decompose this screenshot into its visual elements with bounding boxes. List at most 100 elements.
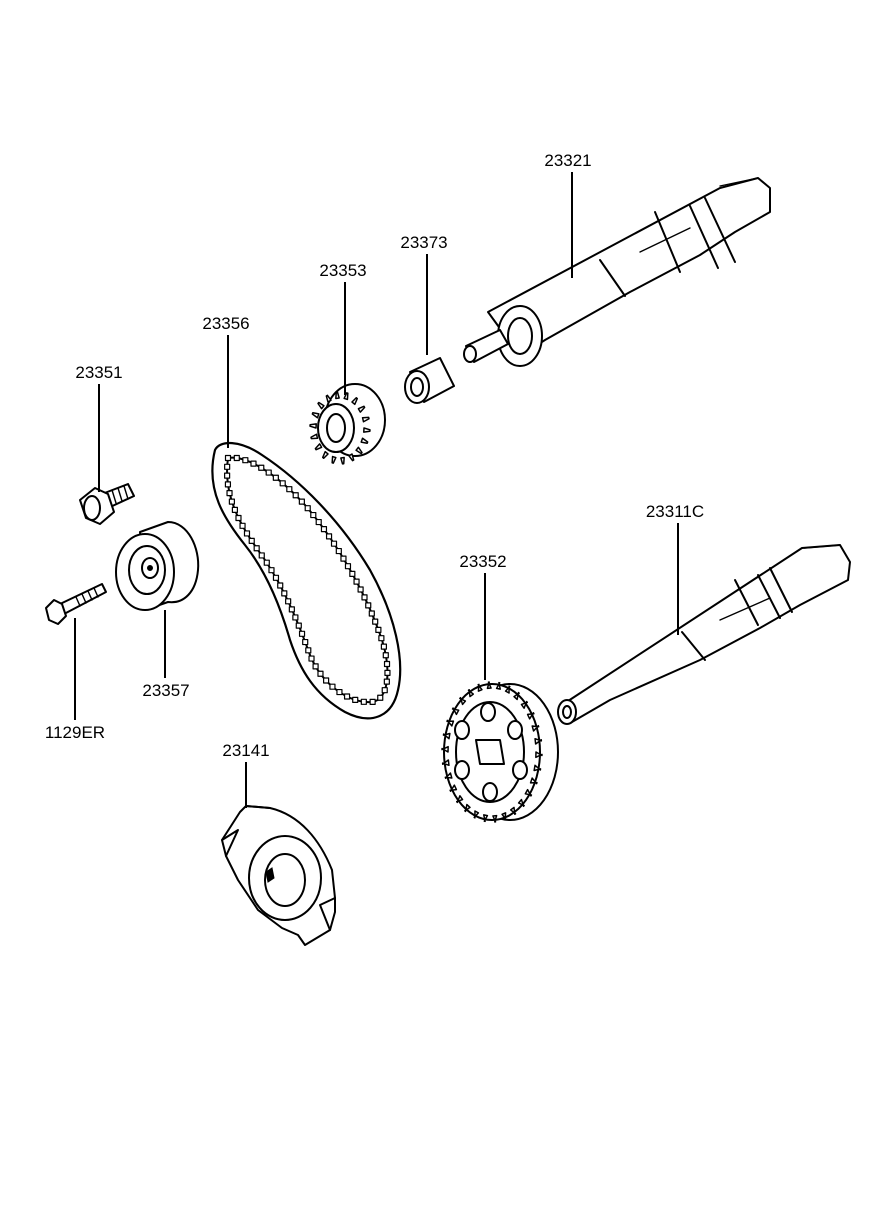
belt-tooth	[235, 514, 242, 522]
belt-tooth	[323, 677, 330, 684]
label-23357: 23357	[142, 681, 189, 700]
belt-tooth	[231, 506, 238, 514]
part-23321-shaft-upper[interactable]	[463, 177, 771, 367]
part-23351-flange-bolt[interactable]	[79, 483, 135, 525]
small-sprocket-tooth	[355, 446, 363, 455]
belt-tooth	[277, 582, 284, 589]
belt-tooth	[381, 687, 388, 694]
belt-tooth	[253, 545, 260, 552]
belt-tooth	[344, 563, 352, 570]
label-23141: 23141	[222, 741, 269, 760]
belt-tooth	[372, 618, 379, 625]
label-23311C: 23311C	[646, 502, 704, 521]
belt-tooth	[317, 670, 324, 677]
belt-tooth	[285, 598, 292, 605]
large-sprocket-tooth	[464, 803, 471, 813]
belt-tooth	[384, 669, 391, 676]
small-sprocket-tooth	[351, 397, 359, 406]
small-sprocket-tooth	[317, 401, 325, 410]
belt-tooth	[228, 498, 235, 505]
belt-tooth	[353, 578, 360, 585]
belt-tooth	[352, 696, 359, 703]
small-sprocket-tooth	[310, 433, 319, 440]
belt-tooth	[343, 693, 351, 700]
belt-tooth	[298, 630, 306, 637]
small-sprocket-tooth	[340, 456, 345, 465]
small-sprocket-tooth	[363, 427, 371, 433]
large-sprocket-tooth	[534, 737, 543, 745]
large-sprocket-tooth	[495, 681, 501, 690]
large-sprocket-tooth	[459, 696, 467, 706]
belt-tooth	[310, 511, 317, 519]
part-23352-large-sprocket[interactable]	[441, 681, 559, 823]
belt-tooth	[377, 694, 384, 701]
large-sprocket-tooth	[520, 700, 529, 709]
belt-tooth	[349, 570, 356, 577]
belt-tooth	[312, 663, 319, 670]
large-sprocket-tooth	[492, 814, 498, 823]
belt-tooth	[340, 555, 347, 562]
belt-tooth	[292, 492, 299, 499]
part-23356-timing-belt[interactable]	[211, 442, 402, 720]
large-sprocket-tooth	[444, 772, 453, 780]
belt-tooth	[375, 626, 382, 633]
part-23141-crank-plate[interactable]	[221, 805, 336, 946]
part-23373-bushing[interactable]	[404, 357, 455, 404]
large-sprocket-tooth	[451, 707, 460, 716]
belt-tooth	[288, 606, 295, 613]
belt-tooth	[383, 660, 391, 668]
large-sprocket-tooth	[455, 795, 464, 804]
belt-tooth	[383, 678, 390, 685]
large-sprocket-tooth	[477, 683, 483, 692]
large-sprocket-tooth	[486, 681, 492, 690]
belt-tooth	[268, 567, 275, 574]
small-sprocket-tooth	[325, 394, 332, 403]
leader-lines	[74, 172, 679, 808]
belt-tooth	[272, 574, 280, 581]
label-23373: 23373	[400, 233, 447, 252]
belt-tooth	[224, 463, 231, 470]
small-sprocket-tooth	[331, 455, 337, 464]
belt-tooth	[378, 635, 385, 642]
belt-tooth	[265, 469, 272, 476]
belt-tooth	[336, 688, 343, 696]
large-sprocket-tooth	[509, 806, 517, 816]
part-1129ER-bolt[interactable]	[45, 583, 107, 625]
large-sprocket-tooth	[446, 719, 455, 727]
belt-tooth	[330, 540, 338, 547]
belt-tooth	[308, 655, 315, 662]
large-sprocket-tooth	[441, 745, 449, 753]
large-sprocket-tooth	[513, 691, 520, 701]
belt-tooth	[368, 610, 375, 617]
belt-tooth	[233, 454, 240, 462]
belt-tooth	[224, 472, 231, 479]
belt-tooth	[325, 533, 333, 540]
part-23357-tensioner-pulley[interactable]	[115, 521, 200, 611]
large-sprocket-tooth	[501, 812, 507, 821]
belt-tooth	[295, 622, 302, 629]
large-sprocket-tooth	[533, 764, 542, 772]
large-sprocket-tooth	[526, 712, 535, 720]
belt-tooth	[365, 602, 372, 609]
belt-tooth	[335, 547, 342, 555]
large-sprocket-tooth	[449, 784, 458, 792]
label-23351: 23351	[75, 363, 122, 382]
small-sprocket-tooth	[314, 443, 323, 451]
belt-tooth	[298, 498, 305, 505]
belt-tooth	[361, 594, 368, 601]
belt-tooth	[224, 481, 232, 488]
belt-tooth	[304, 505, 311, 512]
large-sprocket-tooth	[535, 751, 543, 759]
small-sprocket-tooth	[311, 411, 320, 419]
belt-tooth	[258, 552, 265, 559]
label-23356: 23356	[202, 314, 249, 333]
belt-tooth	[315, 518, 322, 526]
small-sprocket-tooth	[335, 391, 340, 400]
part-23353-small-sprocket[interactable]	[309, 383, 386, 465]
small-sprocket-tooth	[360, 437, 369, 445]
belt-tooth	[286, 486, 293, 493]
large-sprocket-tooth	[524, 788, 533, 797]
large-sprocket-tooth	[517, 798, 525, 808]
part-23311C-shaft-lower[interactable]	[557, 544, 851, 725]
label-23321: 23321	[544, 151, 591, 170]
